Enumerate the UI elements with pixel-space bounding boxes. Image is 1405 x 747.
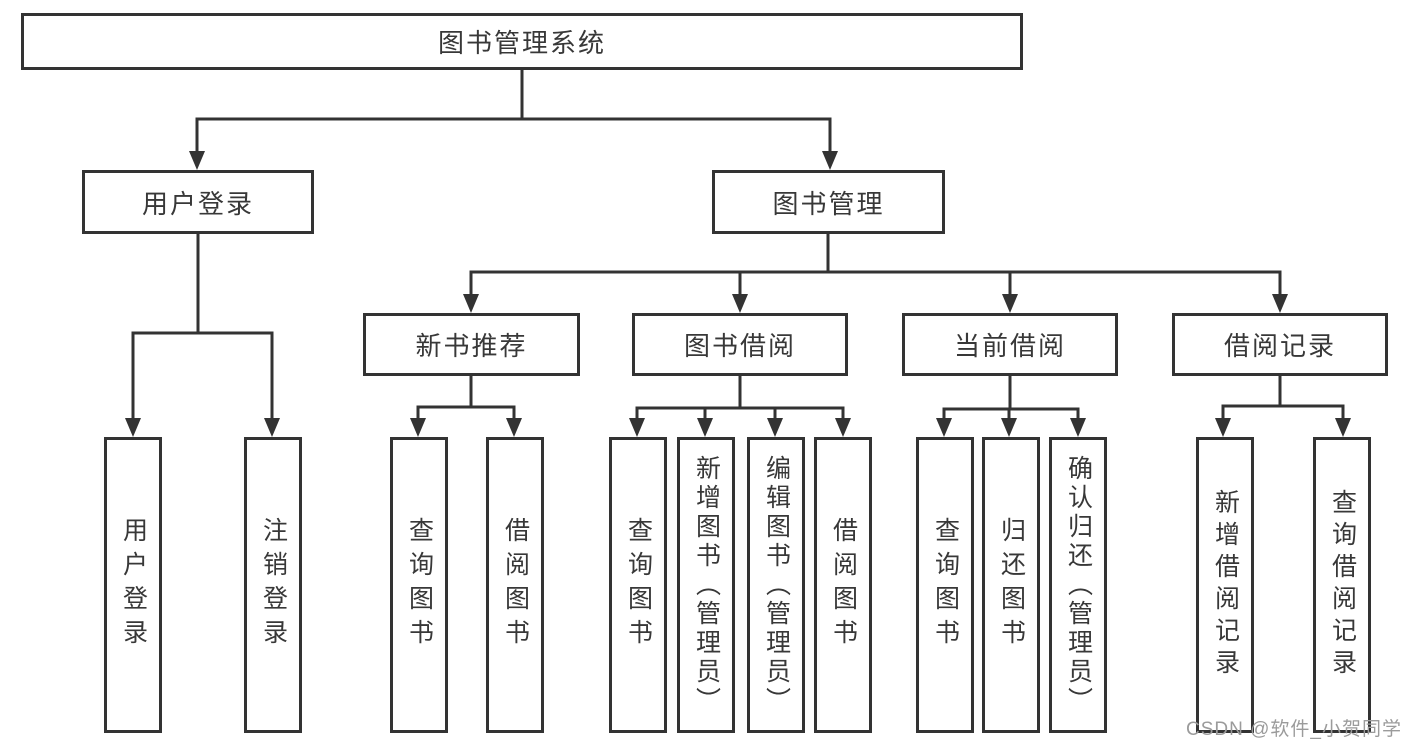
node-label: 借阅图书: [829, 517, 858, 653]
node-query-books-recommend: 查询图书: [390, 437, 448, 733]
node-borrow-books-leaf: 借阅图书: [814, 437, 872, 733]
node-label: 查询图书: [405, 517, 434, 653]
node-return-book: 归还图书: [982, 437, 1040, 733]
node-label: 借阅图书: [501, 517, 530, 653]
node-logout: 注销登录: [244, 437, 302, 733]
node-borrow-records: 借阅记录: [1172, 313, 1388, 376]
node-query-borrow-record: 查询借阅记录: [1313, 437, 1371, 733]
node-library-management-system: 图书管理系统: [21, 13, 1023, 70]
node-label: 图书借阅: [683, 331, 796, 361]
node-label: 用户登录: [119, 517, 148, 653]
node-label: 借阅记录: [1223, 331, 1336, 361]
node-label: 注销登录: [259, 517, 288, 653]
node-label: 查询借阅记录: [1328, 489, 1357, 681]
node-borrow-books-recommend: 借阅图书: [486, 437, 544, 733]
node-add-borrow-record: 新增借阅记录: [1196, 437, 1254, 733]
node-label: 查询图书: [931, 517, 960, 653]
node-user-login: 用户登录: [82, 170, 314, 234]
node-label: 新书推荐: [415, 331, 528, 361]
node-user-login-leaf: 用户登录: [104, 437, 162, 733]
node-query-books-current: 查询图书: [916, 437, 974, 733]
node-edit-book-admin: 编辑图书（管理员）: [747, 437, 805, 733]
node-label: 查询图书: [624, 517, 653, 653]
node-label: 当前借阅: [953, 331, 1066, 361]
csdn-watermark: CSDN @软件_小贺同学: [1186, 719, 1402, 740]
node-label: 图书管理系统: [437, 28, 606, 58]
node-label: 新增图书（管理员）: [692, 454, 721, 716]
node-label: 确认归还（管理员）: [1064, 454, 1093, 716]
node-confirm-return-admin: 确认归还（管理员）: [1049, 437, 1107, 733]
node-label: 归还图书: [997, 517, 1026, 653]
node-label: 编辑图书（管理员）: [762, 454, 791, 716]
node-current-borrow: 当前借阅: [902, 313, 1118, 376]
node-book-borrow: 图书借阅: [632, 313, 848, 376]
node-book-management: 图书管理: [712, 170, 945, 234]
node-query-books-borrow: 查询图书: [609, 437, 667, 733]
node-new-book-recommend: 新书推荐: [363, 313, 580, 376]
node-add-book-admin: 新增图书（管理员）: [677, 437, 735, 733]
node-label: 图书管理: [772, 188, 885, 219]
node-label: 新增借阅记录: [1211, 489, 1240, 681]
node-label: 用户登录: [141, 188, 254, 219]
